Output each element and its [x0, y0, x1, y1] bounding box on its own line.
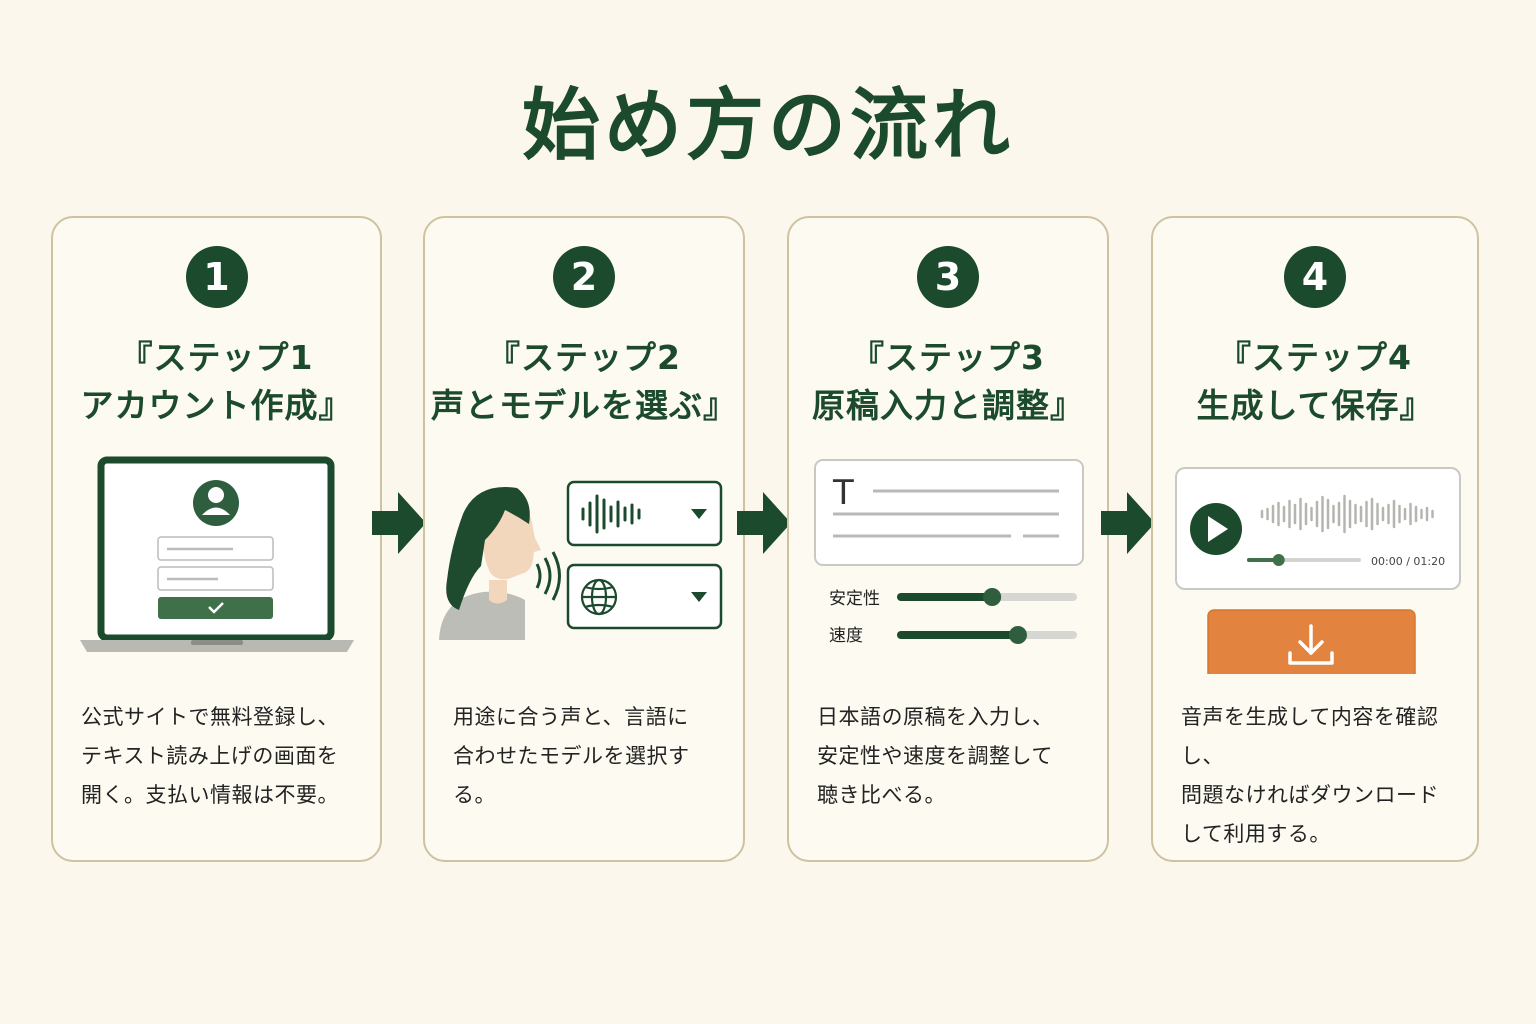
- voice-model-illustration: [439, 480, 723, 640]
- step-title: 『ステップ4 生成して保存』: [1196, 338, 1434, 425]
- step-description: 日本語の原稿を入力し、 安定性や速度を調整して 聴き比べる。: [817, 705, 1054, 807]
- step-number-badge: 1: [185, 246, 248, 308]
- play-icon: [1190, 503, 1242, 555]
- step-card-4: 4 『ステップ4 生成して保存』 00:00 / 01:20 音声を生成して内容…: [1151, 216, 1479, 862]
- step-card-1: 1 『ステップ1 アカウント作成』 公式サイトで無料登録し、 テキスト読み上げの…: [51, 216, 382, 862]
- arrow-right-icon: [1101, 492, 1155, 554]
- step-description: 用途に合う声と、言語に 合わせたモデルを選択する。: [453, 705, 690, 807]
- waveform-icon: [1260, 494, 1434, 534]
- waveform-icon: [581, 494, 641, 534]
- slider-thumb: [1008, 626, 1027, 644]
- step-number-badge: 4: [1284, 246, 1346, 308]
- step-title: 『ステップ2 声とモデルを選ぶ』: [431, 338, 737, 425]
- step-description: 公式サイトで無料登録し、 テキスト読み上げの画面を 開く。支払い情報は不要。: [81, 705, 339, 807]
- step-title: 『ステップ3 原稿入力と調整』: [812, 338, 1084, 425]
- progress-thumb: [1272, 554, 1285, 566]
- chevron-down-icon: [691, 509, 707, 519]
- arrow-right-icon: [737, 492, 791, 554]
- step-number-badge: 2: [553, 246, 615, 308]
- laptop-icon: [80, 456, 354, 652]
- user-avatar-icon: [193, 480, 239, 526]
- chevron-down-icon: [691, 592, 707, 602]
- step-description: 音声を生成して内容を確認し、 問題なければダウンロード して利用する。: [1181, 705, 1439, 846]
- script-editor-illustration: T 安定性 速度: [814, 459, 1084, 646]
- slider-thumb: [983, 588, 1002, 606]
- step-card-3: 3 『ステップ3 原稿入力と調整』 T 安定性 速度 日本語の原稿を入力し、 安…: [787, 216, 1109, 862]
- time-readout: 00:00 / 01:20: [1371, 555, 1445, 568]
- audio-player-illustration: 00:00 / 01:20: [1175, 467, 1461, 674]
- slider-label: 速度: [829, 626, 863, 646]
- arrow-right-icon: [372, 492, 426, 554]
- globe-icon: [580, 578, 618, 616]
- speaking-person-icon: [439, 487, 561, 640]
- check-icon: [208, 602, 224, 614]
- step-card-2: 2 『ステップ2 声とモデルを選ぶ』: [423, 216, 745, 862]
- slider-label: 安定性: [829, 589, 880, 609]
- page-title: 始め方の流れ: [521, 81, 1014, 171]
- download-icon: [1288, 624, 1334, 665]
- step-number-badge: 3: [917, 246, 979, 308]
- step-title: 『ステップ1 アカウント作成』: [80, 338, 353, 425]
- text-icon: T: [832, 473, 854, 513]
